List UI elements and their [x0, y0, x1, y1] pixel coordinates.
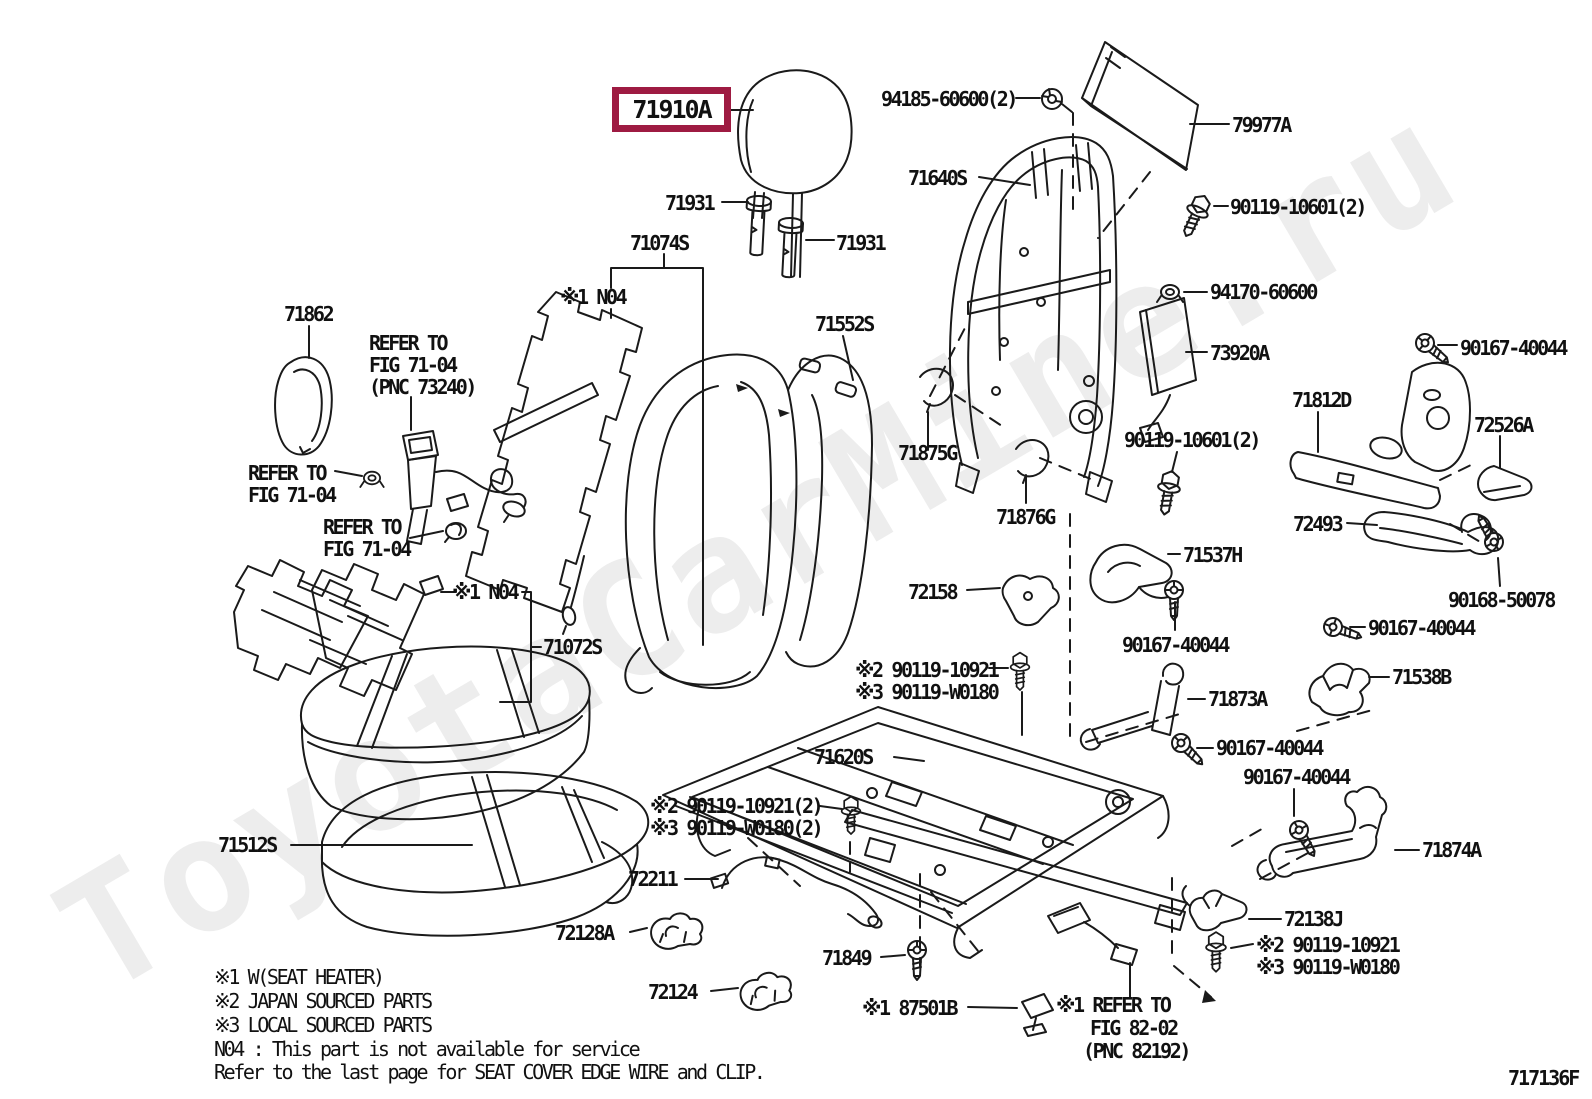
part-label: 71538B	[1392, 665, 1452, 689]
part-label: 71812D	[1292, 388, 1352, 412]
part-label: 90119-10601(2)	[1230, 195, 1367, 219]
part-label: 90168-50078	[1448, 588, 1556, 612]
part-label: 79977A	[1232, 113, 1292, 137]
part-label: ※3 90119-W0180	[855, 680, 1000, 704]
part-label: FIG 82-02	[1090, 1016, 1179, 1040]
highlighted-part-number: 71910A	[632, 95, 712, 124]
part-label: 72158	[908, 580, 959, 604]
footnote: ※3 LOCAL SOURCED PARTS	[214, 1013, 433, 1037]
part-label: ※3 90119-W0180(2)	[650, 816, 824, 840]
part-label: ※2 90119-10921	[855, 658, 1000, 682]
part-label: 71931	[836, 231, 887, 255]
part-label: 71862	[284, 302, 335, 326]
part-label: 90167-40044	[1460, 336, 1568, 360]
part-label: 71849	[822, 946, 873, 970]
part-label: 90167-40044	[1122, 633, 1230, 657]
adjuster-frame-drawing	[662, 706, 1188, 959]
footnote: N04 : This part is not available for ser…	[214, 1037, 641, 1061]
footnote: ※1 W(SEAT HEATER)	[214, 965, 385, 989]
part-label: 90167-40044	[1243, 765, 1351, 789]
part-label: (PNC 82192)	[1083, 1039, 1191, 1063]
seatback-board-drawing	[1081, 41, 1199, 171]
part-label: 72124	[648, 980, 699, 1004]
footnote: ※2 JAPAN SOURCED PARTS	[214, 989, 433, 1013]
part-label: 94185-60600(2)	[881, 87, 1018, 111]
part-label: 71074S	[630, 231, 690, 255]
part-label: 71537H	[1183, 543, 1243, 567]
cushion-cover-upper-drawing	[299, 645, 591, 821]
part-label: 71620S	[814, 745, 874, 769]
arrowhead	[1202, 990, 1216, 1003]
part-label: 72138J	[1284, 907, 1344, 931]
seatback-cover-drawing	[624, 353, 873, 694]
part-label: ※1 N04	[452, 580, 520, 604]
part-label: 72128A	[555, 921, 615, 945]
cushion-heater-pad-drawing	[233, 559, 444, 697]
part-label: ※1 N04	[560, 285, 628, 309]
footnote: Refer to the last page for SEAT COVER ED…	[214, 1060, 766, 1084]
bracket-drawings	[650, 367, 1388, 1014]
part-label: ※3 90119-W0180	[1256, 955, 1401, 979]
headrest-support-drawing	[745, 194, 804, 279]
dashed-lines	[747, 112, 1483, 998]
highlight-box: 71910A	[612, 87, 731, 132]
part-label: 90167-40044	[1368, 616, 1476, 640]
harness-drawing	[1021, 902, 1138, 1037]
part-label: 71072S	[543, 635, 603, 659]
part-label: 71874A	[1422, 838, 1482, 862]
diagram-code: 717136F	[1508, 1066, 1580, 1090]
part-label: 72493	[1293, 512, 1344, 536]
part-label: ※1 REFER TO	[1056, 993, 1172, 1017]
grommet-drawing	[359, 470, 467, 543]
part-label: ※2 90119-10921(2)	[650, 794, 824, 818]
part-label: 71876G	[996, 505, 1056, 529]
part-label: 90119-10601(2)	[1124, 428, 1261, 452]
part-label: 71873A	[1208, 687, 1268, 711]
ecu-box-drawing	[1139, 297, 1197, 443]
part-label: 71931	[665, 191, 716, 215]
part-label: ※1 87501B	[862, 996, 959, 1020]
leader-lines	[290, 97, 1501, 1009]
part-label: 71875G	[898, 441, 958, 465]
part-label: 73920A	[1210, 341, 1270, 365]
part-label: 71640S	[908, 166, 968, 190]
seatback-frame-drawing	[949, 136, 1118, 503]
part-label: 72526A	[1474, 413, 1534, 437]
cushion-cover-lower-drawing	[320, 771, 650, 937]
part-label: ※2 90119-10921	[1256, 933, 1401, 957]
belt-buckle-drawing	[402, 430, 527, 545]
headrest-trim-drawing	[274, 356, 333, 456]
part-label: 71552S	[815, 312, 875, 336]
part-label: 90167-40044	[1216, 736, 1324, 760]
seatback-heater-pad-drawing	[465, 291, 643, 635]
part-label: 94170-60600	[1210, 280, 1318, 304]
part-label: 71512S	[218, 833, 278, 857]
part-label: 72211	[628, 867, 679, 891]
